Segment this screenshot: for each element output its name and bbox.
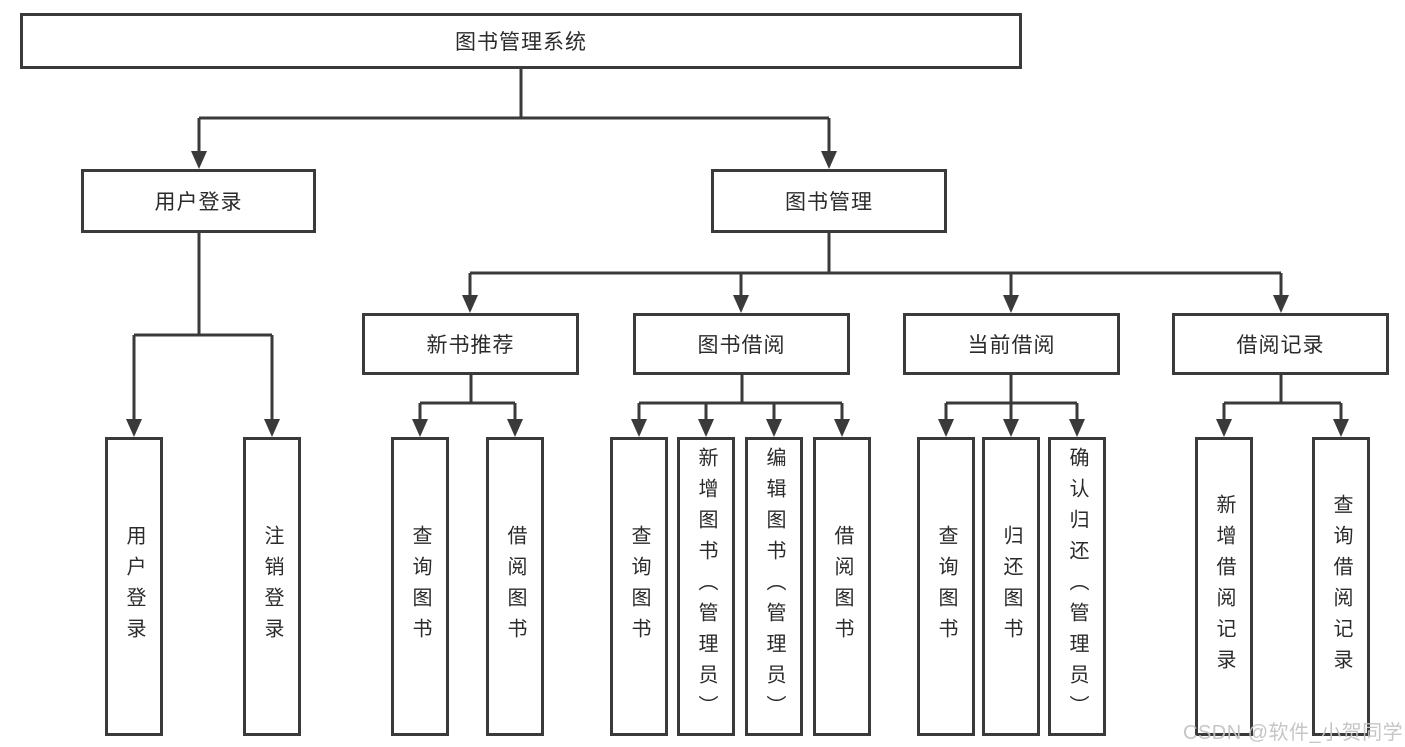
- leaf-label: 确认归还（管理员）: [1066, 447, 1088, 726]
- leaf-return-books: 归还图书: [982, 437, 1040, 736]
- leaf-logout: 注销登录: [243, 437, 301, 736]
- leaf-label: 查询图书: [628, 524, 650, 649]
- leaf-label: 新增图书（管理员）: [695, 447, 717, 726]
- leaf-edit-books-admin: 编辑图书（管理员）: [745, 437, 803, 736]
- leaf-label: 借阅图书: [831, 524, 853, 649]
- leaf-label: 新增借阅记录: [1213, 493, 1235, 680]
- leaf-label: 归还图书: [1000, 524, 1022, 649]
- leaf-borrow-books-1: 借阅图书: [486, 437, 544, 736]
- node-book-borrow: 图书借阅: [633, 313, 850, 375]
- node-user-login-branch: 用户登录: [81, 169, 316, 233]
- leaf-confirm-return-admin: 确认归还（管理员）: [1048, 437, 1106, 736]
- leaf-user-login: 用户登录: [105, 437, 163, 736]
- leaf-add-books-admin: 新增图书（管理员）: [677, 437, 735, 736]
- node-new-book-recommend: 新书推荐: [362, 313, 579, 375]
- leaf-label: 用户登录: [123, 524, 145, 649]
- arrowheads: [126, 151, 1349, 437]
- leaf-label: 查询图书: [409, 524, 431, 649]
- node-current-borrow: 当前借阅: [903, 313, 1120, 375]
- node-borrow-records: 借阅记录: [1172, 313, 1389, 375]
- leaf-label: 编辑图书（管理员）: [763, 447, 785, 726]
- leaf-label: 查询图书: [935, 524, 957, 649]
- leaf-label: 查询借阅记录: [1330, 493, 1352, 680]
- csdn-watermark: CSDN @软件_小贺同学: [1183, 722, 1404, 744]
- leaf-query-books-3: 查询图书: [917, 437, 975, 736]
- node-book-management-branch: 图书管理: [711, 169, 947, 233]
- leaf-query-borrow-record: 查询借阅记录: [1312, 437, 1370, 736]
- leaf-borrow-books-2: 借阅图书: [813, 437, 871, 736]
- leaf-query-books-2: 查询图书: [610, 437, 668, 736]
- leaf-label: 注销登录: [261, 524, 283, 649]
- leaf-label: 借阅图书: [504, 524, 526, 649]
- node-library-management-system: 图书管理系统: [20, 13, 1022, 69]
- leaf-query-books-1: 查询图书: [391, 437, 449, 736]
- leaf-add-borrow-record: 新增借阅记录: [1195, 437, 1253, 736]
